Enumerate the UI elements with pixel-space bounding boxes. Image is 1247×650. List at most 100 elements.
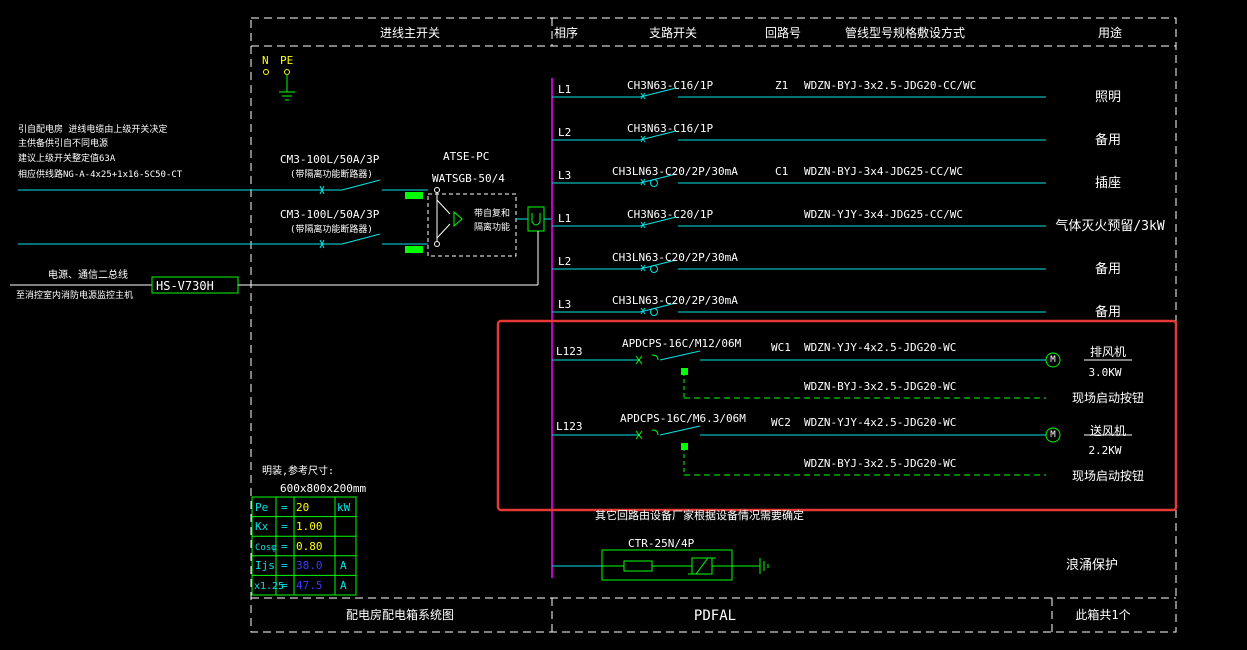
param-eq: = <box>281 559 288 572</box>
motor-switch: APDCPS-16C/M12/06M <box>622 337 742 350</box>
circuit-usage: 备用 <box>1095 261 1121 277</box>
circuit-usage: 气体灭火预留/3kW <box>1055 218 1164 234</box>
fire-signal-device: HS-V730H <box>156 279 214 293</box>
breaker-mark <box>640 92 646 100</box>
motor-usage-name: 送风机 <box>1090 423 1126 438</box>
circuit-switch: CH3N63-C16/1P <box>627 122 713 135</box>
param-value: 1.00 <box>296 520 323 533</box>
circuit-switch: CH3N63-C16/1P <box>627 79 713 92</box>
breaker-mark <box>640 264 646 272</box>
circuit-cable: WDZN-BYJ-3x2.5-JDG20-CC/WC <box>804 79 976 92</box>
breaker-contact <box>639 87 677 98</box>
breaker-indicator <box>405 246 423 253</box>
circuit-phase: L3 <box>558 169 571 182</box>
grounding-symbol: N PE <box>262 54 295 101</box>
param-unit: kW <box>337 501 351 514</box>
param-label: Kx <box>255 520 269 533</box>
rcd-symbol <box>650 265 658 273</box>
breaker-contact <box>639 259 677 270</box>
motor-symbol: M <box>1050 355 1056 365</box>
circuit-switch: CH3LN63-C20/2P/30mA <box>612 165 738 178</box>
motor-circuits <box>552 350 1132 476</box>
highlight-box <box>496 319 1178 512</box>
motor-switch: APDCPS-16C/M6.3/06M <box>620 412 746 425</box>
ats-feature-2: 隔离功能 <box>474 221 510 233</box>
circuit-switch: CH3LN63-C20/2P/30mA <box>612 294 738 307</box>
fire-signal-line2: 至消控室内消防电源监控主机 <box>16 289 133 301</box>
breaker-contact <box>639 173 677 184</box>
ats-name: ATSE-PC <box>443 150 489 163</box>
breaker-2-note: (带隔离功能断路器) <box>290 223 373 235</box>
param-value: 47.5 <box>296 579 323 592</box>
contactor-symbol <box>651 354 659 361</box>
box-size: 600x800x200mm <box>280 482 366 495</box>
diagram-frame <box>250 17 1177 633</box>
param-label: Ijs <box>255 559 275 572</box>
motor-usage-note: 现场启动按钮 <box>1072 468 1144 483</box>
motor-no: WC2 <box>771 416 791 429</box>
circuit-cable: WDZN-BYJ-3x4-JDG25-CC/WC <box>804 165 963 178</box>
box-title: 明装,参考尺寸: <box>262 464 334 477</box>
header-usage: 用途 <box>1098 25 1122 40</box>
incoming-feeders <box>18 179 428 249</box>
incoming-note-line: 引自配电房 进线电缆由上级开关决定 <box>18 123 167 135</box>
breaker-mark <box>635 430 643 440</box>
circuit-phase: L1 <box>558 212 571 225</box>
fire-signal: 电源、通信二总线 至消控室内消防电源监控主机 HS-V730H <box>10 231 539 301</box>
branch-circuits <box>552 87 1046 316</box>
motor-usage-power: 3.0KW <box>1088 366 1121 379</box>
spd-usage: 浪涌保护 <box>1066 558 1118 573</box>
header-main-switch: 进线主开关 <box>380 26 440 40</box>
param-eq: = <box>281 501 288 514</box>
label-pe: PE <box>280 54 293 67</box>
breaker-contact <box>639 302 677 313</box>
incoming-note: 引自配电房 进线电缆由上级开关决定 主供备供引自不同电源 建议上级开关整定值63… <box>18 123 183 180</box>
footer-code: PDFAL <box>694 608 736 624</box>
motor-phase: L123 <box>556 345 583 358</box>
circuit-usage: 照明 <box>1095 90 1121 105</box>
surge-protector: CTR-25N/4P 浪涌保护 <box>552 537 1118 581</box>
param-unit: A <box>340 559 347 572</box>
contactor-symbol <box>651 429 659 436</box>
param-label: Pe <box>255 501 268 514</box>
motor-usage-note: 现场启动按钮 <box>1072 390 1144 405</box>
param-unit: A <box>340 579 347 592</box>
param-eq: = <box>281 540 288 553</box>
circuit-cable: WDZN-YJY-3x4-JDG25-CC/WC <box>804 208 963 221</box>
ats-switch: ATSE-PC WATSGB-50/4 带自复和 隔离功能 <box>427 150 552 257</box>
circuit-no: Z1 <box>775 79 788 92</box>
motor-symbol: M <box>1050 430 1056 440</box>
motor-contact <box>659 350 701 361</box>
header-cable-spec: 管线型号规格敷设方式 <box>845 25 965 40</box>
footer-row: 配电房配电箱系统图 PDFAL 此箱共1个 <box>346 607 1131 624</box>
footer-count: 此箱共1个 <box>1075 607 1130 622</box>
incoming-note-line: 相应供线路NG-A-4x25+1x16-SC50-CT <box>18 168 183 180</box>
circuit-phase: L3 <box>558 298 571 311</box>
rcd-symbol <box>650 308 658 316</box>
motor-control-cable: WDZN-BYJ-3x2.5-JDG20-WC <box>804 457 956 470</box>
motor-labels: L123 APDCPS-16C/M12/06M WC1 WDZN-YJY-4x2… <box>556 337 1144 483</box>
spd-model: CTR-25N/4P <box>628 537 695 550</box>
breaker-mark <box>640 178 646 186</box>
footer-title: 配电房配电箱系统图 <box>346 607 454 622</box>
breaker-contact <box>639 216 677 227</box>
motor-no: WC1 <box>771 341 791 354</box>
header-circuit-no: 回路号 <box>765 25 801 40</box>
incoming-note-line: 建议上级开关整定值63A <box>18 152 116 164</box>
breaker-1-model: CM3-100L/50A/3P <box>280 153 380 166</box>
note-other: 其它回路由设备厂家根据设备情况需要确定 <box>595 508 804 522</box>
circuit-switch: CH3LN63-C20/2P/30mA <box>612 251 738 264</box>
breaker-mark <box>640 221 646 229</box>
header-phase: 相序 <box>554 25 578 40</box>
circuit-switch: CH3N63-C20/1P <box>627 208 713 221</box>
ats-model: WATSGB-50/4 <box>432 172 505 185</box>
motor-usage-power: 2.2KW <box>1088 444 1121 457</box>
ats-feature-1: 带自复和 <box>474 207 510 219</box>
motor-control-cable: WDZN-BYJ-3x2.5-JDG20-WC <box>804 380 956 393</box>
breaker-labels: CM3-100L/50A/3P (带隔离功能断路器) CM3-100L/50A/… <box>280 153 380 235</box>
param-eq: = <box>281 520 288 533</box>
header-branch-switch: 支路开关 <box>649 25 697 40</box>
breaker-mark <box>635 355 643 365</box>
incoming-note-line: 主供备供引自不同电源 <box>18 137 108 149</box>
